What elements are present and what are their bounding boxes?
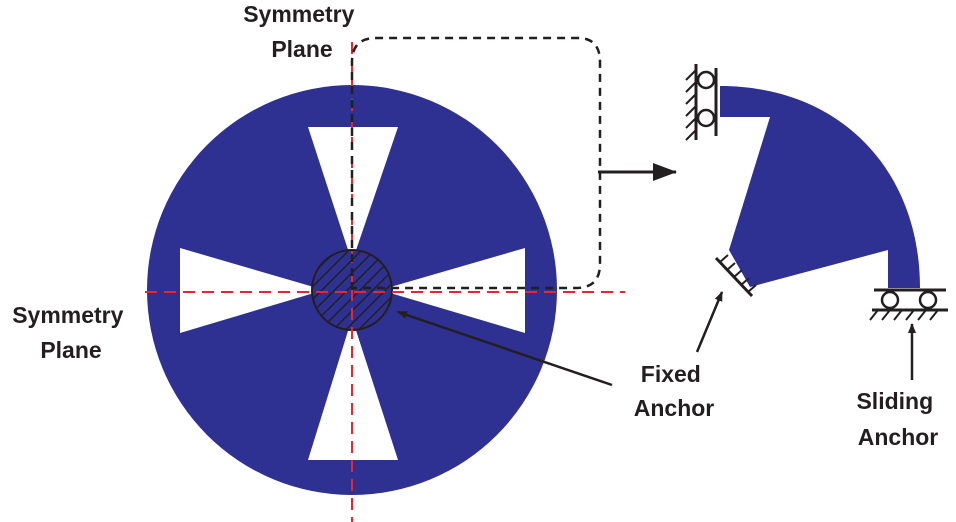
quarter-model [685,64,948,321]
fixed-anchor-support [714,254,757,298]
fixed-anchor-arrow-quarter [695,291,724,353]
fixed-anchor-arrow-wheel [397,310,613,387]
quarter-selection-box [350,36,602,290]
label-sliding-anchor: Sliding Anchor [856,388,939,450]
top-sliding-support [685,64,718,141]
label-symmetry-plane-left: Symmetry Plane [12,302,130,363]
quarter-segment [720,86,920,288]
spoke-gap-right [380,248,525,333]
spoke-gap-left [180,248,324,333]
label-fixed-anchor: Fixed Anchor [634,361,715,421]
bottom-sliding-support [869,288,948,321]
label-symmetry-plane-top: Symmetry Plane [243,1,361,62]
